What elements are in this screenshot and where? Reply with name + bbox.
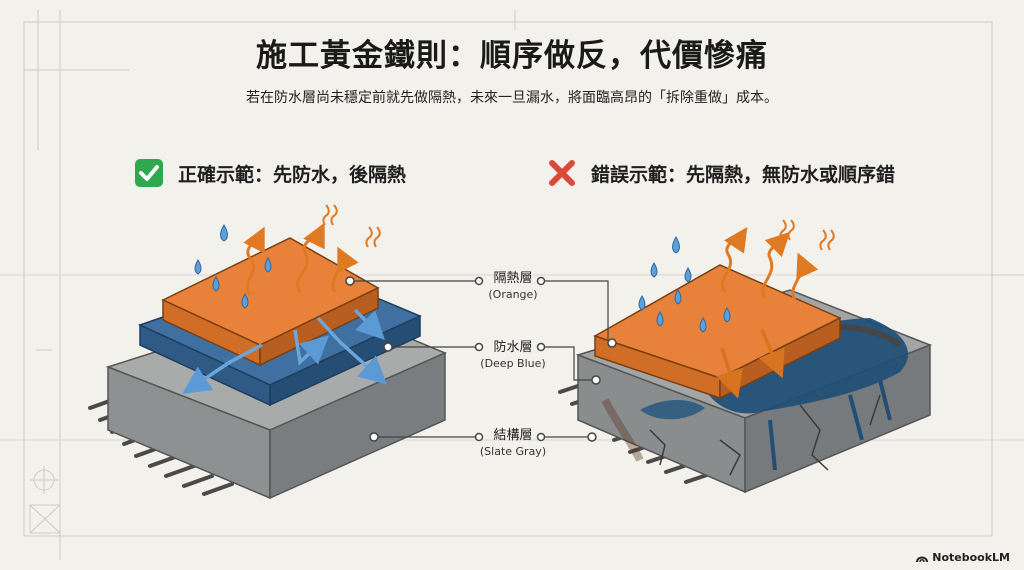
cracks [649, 394, 881, 476]
correct-heading-text: 正確示範：先防水，後隔熱 [178, 163, 407, 186]
wrong-heading: 錯誤示範：先隔熱，無防水或順序錯 [547, 158, 895, 188]
insulation-side [259, 286, 379, 367]
correct-diagram [88, 204, 475, 500]
correct-heading: 正確示範：先防水，後隔熱 [134, 158, 406, 188]
label-insulation: 隔熱層 (Orange) [458, 271, 568, 302]
structure-color-name: (Slate Gray) [479, 445, 547, 458]
cross-icon [549, 160, 575, 186]
structure-name: 結構層 [493, 428, 533, 443]
page-subtitle: 若在防水層尚未穩定前就先做隔熱，未來一旦漏水，將面臨高昂的「拆除重做」成本。 [246, 90, 778, 106]
brand-text: NotebookLM [932, 551, 1010, 564]
check-icon [135, 159, 163, 187]
waterproof-name: 防水層 [493, 340, 533, 355]
label-structure: 結構層 (Slate Gray) [458, 428, 568, 459]
page-title: 施工黃金鐵則：順序做反，代價慘痛 [256, 38, 768, 74]
brand-watermark: NotebookLM [916, 551, 1010, 564]
waterproof-color-name: (Deep Blue) [480, 357, 546, 370]
wrong-heading-text: 錯誤示範：先隔熱，無防水或順序錯 [591, 163, 896, 186]
wrong-diagram [474, 219, 933, 494]
notebooklm-logo-icon [916, 556, 929, 562]
insulation-color-name: (Orange) [488, 288, 538, 301]
label-waterproof: 防水層 (Deep Blue) [458, 340, 568, 371]
insulation-name: 隔熱層 [493, 271, 533, 286]
